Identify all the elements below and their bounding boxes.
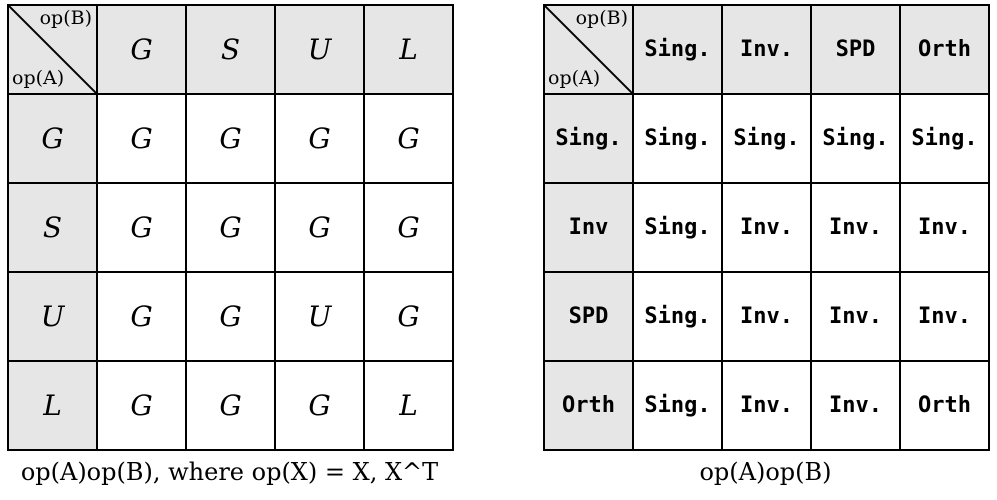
table-cell: Inv. — [899, 182, 990, 273]
structure-result-table: op(B) op(A) G S U L G G G G G S G G G G … — [7, 4, 454, 451]
col-header: G — [96, 4, 187, 95]
table-cell: Inv. — [810, 271, 901, 362]
table-row: SPD Sing. Inv. Inv. Inv. — [543, 271, 990, 362]
table-cell: G — [185, 271, 276, 362]
left-table-caption: op(A)op(B), where op(X) = X, X^T — [20, 458, 439, 486]
table-cell: G — [185, 93, 276, 184]
col-header: Sing. — [632, 4, 723, 95]
table-cell: Inv. — [721, 360, 812, 451]
table-cell: Inv. — [721, 271, 812, 362]
corner-label-a: op(A) — [548, 67, 601, 89]
table-cell: Inv. — [721, 182, 812, 273]
table-cell: Sing. — [721, 93, 812, 184]
table-row: S G G G G — [7, 182, 454, 273]
col-header: Orth — [899, 4, 990, 95]
table-cell: Inv. — [810, 360, 901, 451]
table-cell: G — [185, 182, 276, 273]
diagonal-divider — [545, 6, 632, 93]
table-cell: G — [274, 93, 365, 184]
table-cell: G — [274, 182, 365, 273]
row-header: L — [7, 360, 98, 451]
table-header-row: op(B) op(A) Sing. Inv. SPD Orth — [543, 4, 990, 95]
table-cell: U — [274, 271, 365, 362]
table-row: Inv Sing. Inv. Inv. Inv. — [543, 182, 990, 273]
table-header-row: op(B) op(A) G S U L — [7, 4, 454, 95]
table-cell: Inv. — [899, 271, 990, 362]
table-cell: Sing. — [810, 93, 901, 184]
table-cell: G — [363, 93, 454, 184]
col-header: L — [363, 4, 454, 95]
table-cell: Sing. — [632, 93, 723, 184]
table-row: Orth Sing. Inv. Inv. Orth — [543, 360, 990, 451]
table-row: L G G G L — [7, 360, 454, 451]
table-cell: Sing. — [632, 182, 723, 273]
row-header: Sing. — [543, 93, 634, 184]
table-cell: G — [96, 271, 187, 362]
table-cell: G — [363, 271, 454, 362]
property-result-table: op(B) op(A) Sing. Inv. SPD Orth Sing. Si… — [543, 4, 990, 451]
row-header: Orth — [543, 360, 634, 451]
table-cell: G — [96, 360, 187, 451]
row-header: Inv — [543, 182, 634, 273]
corner-label-b: op(B) — [575, 7, 628, 29]
table-cell: G — [96, 182, 187, 273]
corner-label-a: op(A) — [12, 67, 65, 89]
table-cell: G — [185, 360, 276, 451]
row-header: U — [7, 271, 98, 362]
col-header: U — [274, 4, 365, 95]
table-row: G G G G G — [7, 93, 454, 184]
diagonal-divider — [9, 6, 96, 93]
table-cell: G — [274, 360, 365, 451]
table-cell: G — [363, 182, 454, 273]
col-header: Inv. — [721, 4, 812, 95]
table-row: U G G U G — [7, 271, 454, 362]
table-cell: Sing. — [632, 271, 723, 362]
corner-cell: op(B) op(A) — [7, 4, 98, 95]
right-table-caption: op(A)op(B) — [699, 458, 832, 486]
table-cell: Orth — [899, 360, 990, 451]
table-cell: L — [363, 360, 454, 451]
table-cell: G — [96, 93, 187, 184]
table-cell: Sing. — [632, 360, 723, 451]
col-header: SPD — [810, 4, 901, 95]
corner-cell: op(B) op(A) — [543, 4, 634, 95]
col-header: S — [185, 4, 276, 95]
table-cell: Sing. — [899, 93, 990, 184]
row-header: SPD — [543, 271, 634, 362]
row-header: G — [7, 93, 98, 184]
corner-label-b: op(B) — [39, 7, 92, 29]
row-header: S — [7, 182, 98, 273]
table-cell: Inv. — [810, 182, 901, 273]
table-row: Sing. Sing. Sing. Sing. Sing. — [543, 93, 990, 184]
